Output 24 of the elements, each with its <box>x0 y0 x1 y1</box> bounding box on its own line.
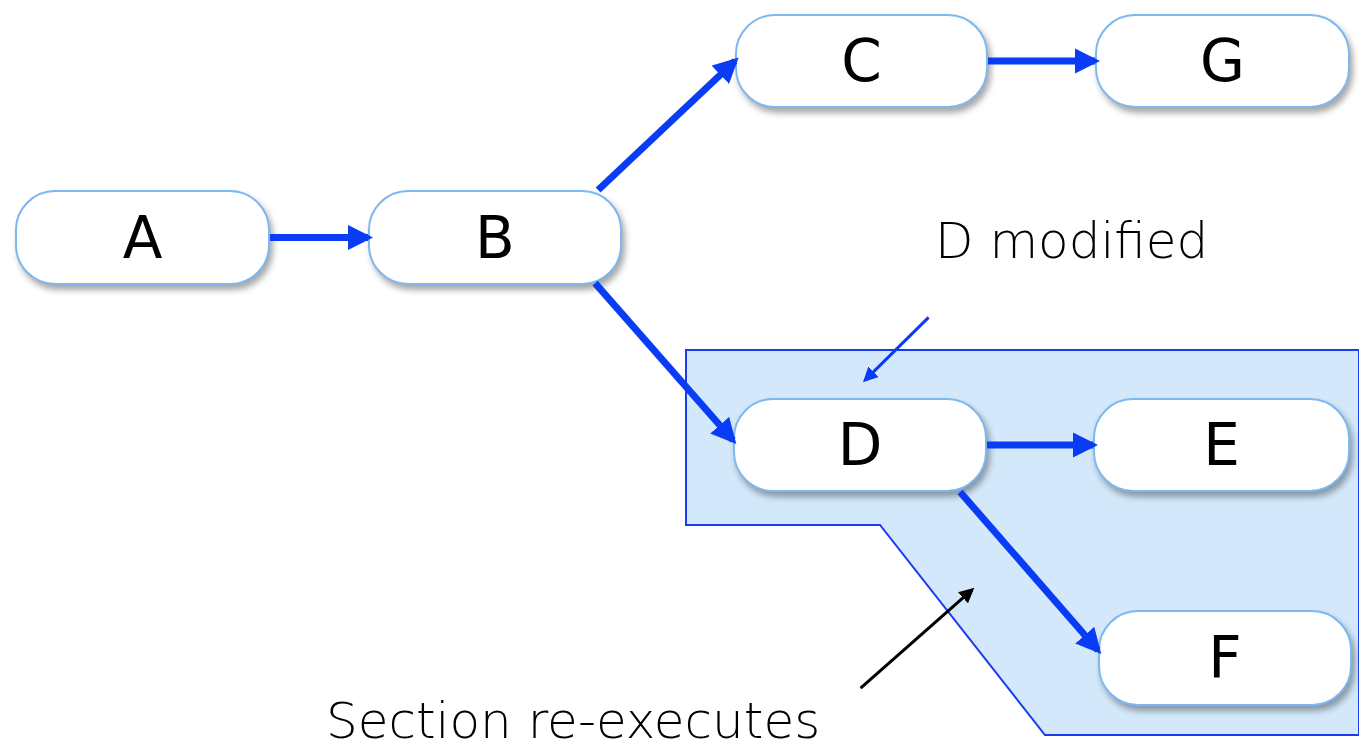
process-box <box>15 190 270 285</box>
leader-line <box>862 316 930 383</box>
process-box <box>1095 14 1350 108</box>
annotation-text: Section re-executes <box>326 692 821 749</box>
node-label: F <box>1208 624 1242 692</box>
node-label: G <box>1200 27 1245 95</box>
process-box <box>1093 398 1350 492</box>
process-box <box>1098 610 1352 706</box>
node-label: A <box>122 203 163 272</box>
arrow <box>987 432 1099 458</box>
process-box <box>735 14 988 108</box>
arrow <box>595 57 739 193</box>
node-label: B <box>475 203 515 272</box>
arrow <box>957 489 1102 655</box>
arrow <box>592 280 737 445</box>
node-label: E <box>1203 411 1240 479</box>
process-box <box>733 398 987 492</box>
node-label: D <box>837 411 883 479</box>
arrow <box>988 48 1101 74</box>
arrow <box>270 224 374 251</box>
annotation-text: D modified <box>935 212 1209 270</box>
node-label: C <box>841 27 882 95</box>
process-box <box>368 190 622 285</box>
leader-line <box>859 587 975 690</box>
